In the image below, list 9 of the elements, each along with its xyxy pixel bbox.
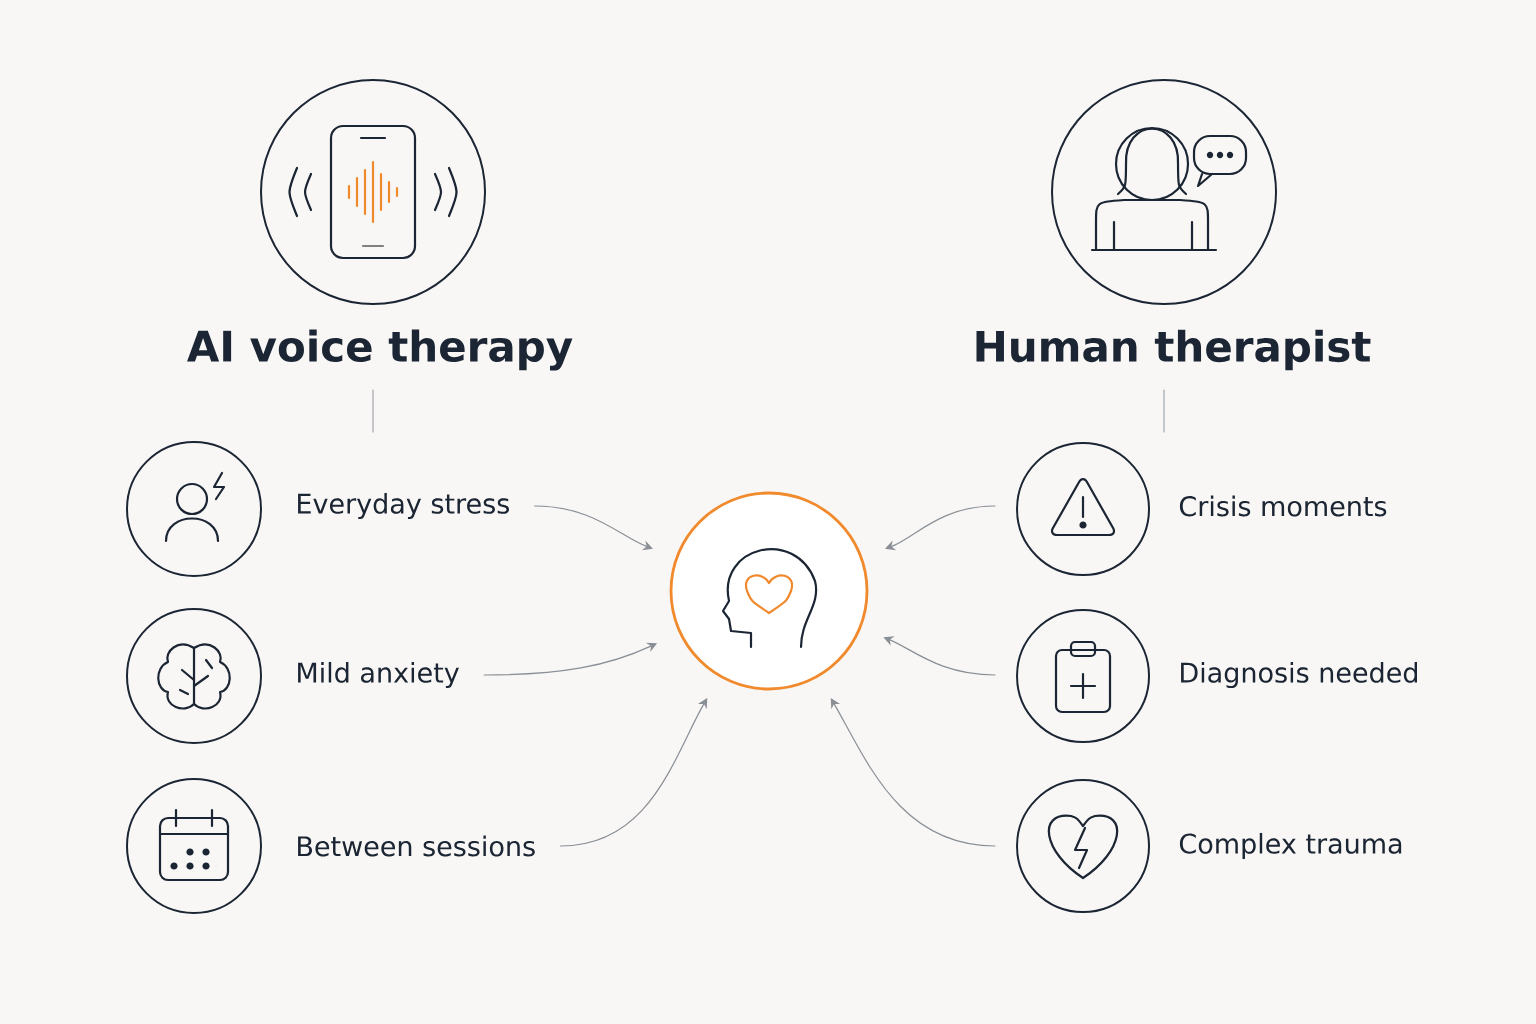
item-label: Crisis moments bbox=[1179, 495, 1387, 517]
item-label: Between sessions bbox=[298, 835, 535, 857]
heading: AI voice therapy bbox=[187, 329, 573, 371]
head-heart-circle bbox=[669, 491, 869, 691]
item-label: Everyday stress bbox=[298, 492, 509, 520]
heading: Human therapist bbox=[976, 329, 1371, 371]
item-label: Diagnosis needed bbox=[1181, 661, 1417, 689]
item-label: Mild anxiety bbox=[298, 661, 459, 689]
item-label: Complex trauma bbox=[1179, 832, 1402, 860]
